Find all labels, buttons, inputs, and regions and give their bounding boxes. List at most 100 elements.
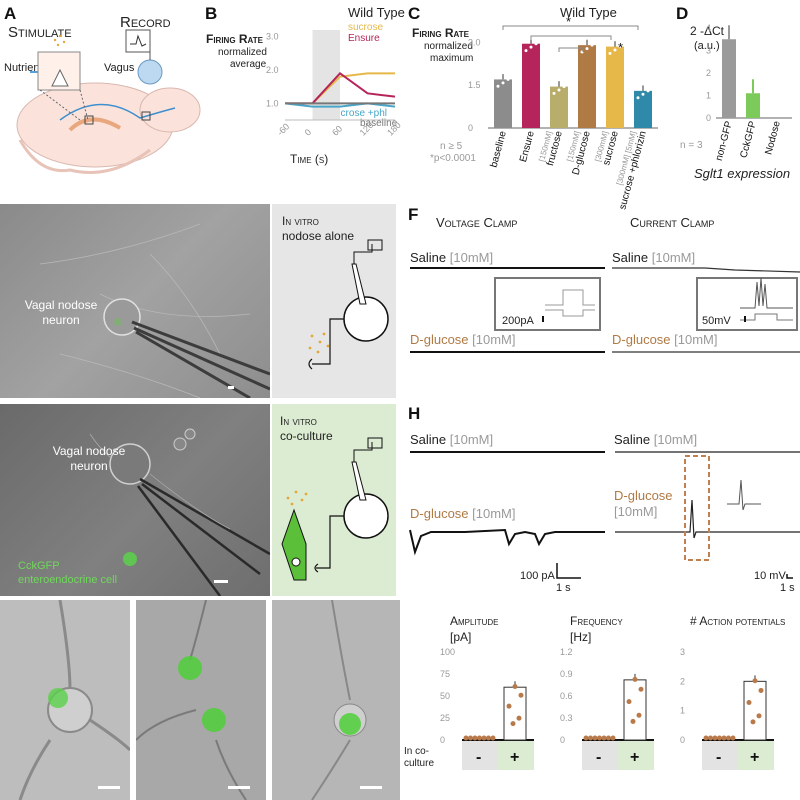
c-bar <box>550 86 568 128</box>
b-xtick: -60 <box>275 121 291 137</box>
c-title: Wild Type <box>560 5 617 20</box>
g-schematic <box>281 437 389 581</box>
h-minus-label: - <box>476 749 481 766</box>
h-data-point <box>506 703 512 709</box>
c-p-label: *p<0.0001 <box>430 153 476 164</box>
h-vc-glucose: D-glucose [10mM] <box>410 506 516 521</box>
h-cc-glucose-conc: [10mM] <box>614 504 658 519</box>
h-data-point <box>746 700 752 706</box>
b-xtick: 120 <box>358 120 376 138</box>
h-data-point <box>708 735 713 741</box>
c-data-point <box>552 81 556 85</box>
c-data-point <box>580 40 584 44</box>
b-ylabel-2: normalized <box>218 47 267 58</box>
c-data-point <box>590 43 594 47</box>
h-data-point <box>758 687 764 693</box>
h-data-point <box>481 735 487 741</box>
h-data-point <box>726 735 731 741</box>
h-ytick: 1 <box>680 706 685 716</box>
h-ytick: 0.6 <box>560 691 573 701</box>
c-data-point <box>608 51 612 55</box>
c-bar <box>634 90 652 128</box>
c-data-point <box>646 89 650 93</box>
c-n-label: n ≥ 5 <box>440 141 463 152</box>
d-category-label: CckGFP <box>738 120 758 160</box>
f-cc-saline: Saline [10mM] <box>612 250 695 265</box>
panel-label-b: B <box>205 4 218 23</box>
b-xtick: 60 <box>330 124 344 138</box>
g-cell-label-1: CckGFP <box>18 560 60 572</box>
h-scale-s: 1 s <box>556 582 571 594</box>
record-label: Record <box>120 14 171 31</box>
h-ytick: 0 <box>440 735 445 745</box>
c-ytick: 0 <box>468 123 473 133</box>
h-scale-pa: 100 pA <box>520 570 555 582</box>
stimulate-label: Stimulate <box>8 24 72 41</box>
coculture-image-1 <box>0 600 130 800</box>
vagus-label: Vagus <box>104 62 135 74</box>
b-legend-sucrose: sucrose <box>348 22 384 33</box>
f-vc-saline-text: Saline <box>410 250 447 265</box>
c-data-point <box>529 45 533 49</box>
h-data-point <box>510 721 516 727</box>
c-data-point <box>501 81 505 85</box>
h-data-point <box>717 735 722 741</box>
c-bar <box>494 79 512 128</box>
h-data-point <box>610 735 616 741</box>
e-schematic <box>308 239 389 370</box>
h-ytick: 100 <box>440 647 455 657</box>
b-legend-sucrose-phl: sucrose +phl <box>330 108 387 119</box>
d-ytick: 0 <box>706 113 711 123</box>
h-data-point <box>750 719 756 725</box>
f-cc-saline-text: Saline <box>612 250 649 265</box>
panel-label-h: H <box>408 404 421 423</box>
c-data-point <box>613 48 617 52</box>
h-ytick: 0 <box>560 735 565 745</box>
c-bar <box>522 43 540 128</box>
h-scale-s2: 1 s <box>780 582 795 594</box>
h-data-point <box>703 735 709 741</box>
h-minus-box <box>582 740 618 770</box>
g-invitro-sub: co-culture <box>280 429 333 443</box>
h-ytick: 3 <box>680 647 685 657</box>
h-plus-box <box>618 740 654 770</box>
e-invitro-label: In vitro <box>282 214 319 228</box>
e-neuron-label: Vagal nodose neuron <box>24 298 98 327</box>
h-data-point <box>712 735 718 741</box>
c-data-point <box>608 41 612 45</box>
d-ytick: 2 <box>706 68 711 78</box>
f-cc-glucose-text: D-glucose <box>612 332 671 347</box>
c-data-point <box>636 85 640 89</box>
h-data-point <box>597 735 602 741</box>
e-invitro-sub: nodose alone <box>282 229 355 243</box>
d-bar <box>722 39 736 118</box>
b-ytick: 3.0 <box>266 32 279 42</box>
h-ytick: 0.3 <box>560 713 573 723</box>
h-data-point <box>588 735 593 741</box>
f-vc-glucose-text: D-glucose <box>410 332 469 347</box>
c-sig-bracket <box>530 35 612 40</box>
g-cell-label-2: enteroendocrine cell <box>18 574 118 586</box>
b-ytick: 1.0 <box>266 98 279 108</box>
g-invitro-label: In vitro <box>280 414 317 428</box>
h-vc-saline-conc: [10mM] <box>449 432 494 447</box>
c-data-point <box>641 82 645 86</box>
h-data-point <box>463 735 469 741</box>
nodose-neuron-micrograph <box>0 204 270 398</box>
f-cc-saline-conc: [10mM] <box>651 250 696 265</box>
b-title: Wild Type <box>348 5 405 20</box>
c-sig-bracket <box>502 25 639 30</box>
f-cc-glucose-conc: [10mM] <box>674 332 718 347</box>
b-xtick: 180 <box>385 120 403 138</box>
c-data-point <box>496 84 500 88</box>
panel-label-a: A <box>4 4 17 23</box>
h-ytick: 0 <box>680 735 685 745</box>
h-plus-box <box>738 740 774 770</box>
h-data-point <box>636 712 642 718</box>
h-cc-saline: Saline [10mM] <box>614 432 697 447</box>
h-data-point <box>730 735 736 741</box>
